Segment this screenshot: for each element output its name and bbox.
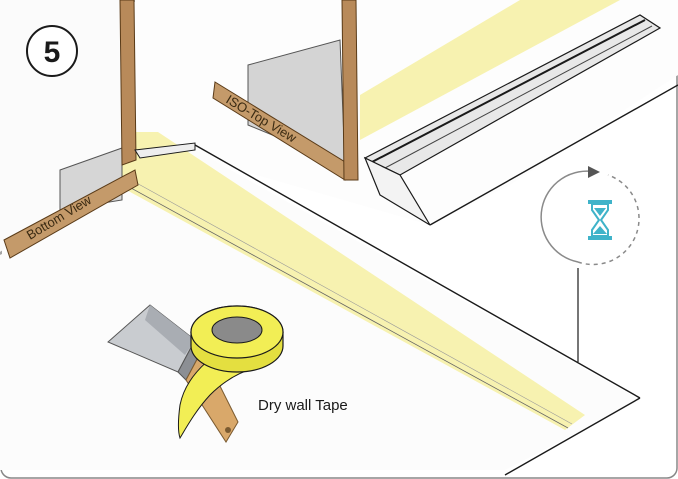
hourglass-sand-bottom	[593, 226, 607, 234]
step-number: 5	[44, 36, 61, 69]
floor-board	[0, 150, 640, 470]
channel-bottom-edge	[429, 84, 678, 226]
floor-corner-bevel	[134, 142, 196, 159]
left-stud	[119, 0, 137, 166]
hourglass-bottom-cap	[588, 236, 612, 240]
knife-blade-shade	[145, 305, 195, 355]
floor-joint-line	[119, 181, 569, 429]
floor-edge-front	[504, 397, 641, 476]
knife-handle-hole	[225, 427, 231, 433]
hourglass-sand-top	[594, 208, 606, 216]
dashed-cycle-arrow-icon	[540, 166, 640, 266]
tape-roll-core	[211, 316, 263, 344]
hourglass-top-cap	[588, 200, 612, 204]
step-circle	[26, 25, 78, 77]
ceiling-tape-strip	[360, 0, 620, 140]
cycle-arc-dashed	[577, 174, 640, 266]
bottom-plate	[3, 169, 139, 259]
hourglass-glass	[591, 203, 609, 237]
cycle-arrow-head	[588, 166, 600, 178]
floor-tape-strip	[112, 132, 585, 430]
channel-groove	[371, 19, 646, 163]
right-stud	[341, 0, 359, 181]
floor-joint-line-2	[123, 175, 573, 425]
hourglass-icon	[588, 200, 612, 240]
step-badge: 5	[26, 25, 78, 77]
channel-groove-2	[384, 25, 653, 169]
tape-label: Dry wall Tape	[258, 397, 348, 414]
tape-roll-icon	[178, 305, 284, 440]
cycle-arc-solid	[540, 170, 597, 263]
